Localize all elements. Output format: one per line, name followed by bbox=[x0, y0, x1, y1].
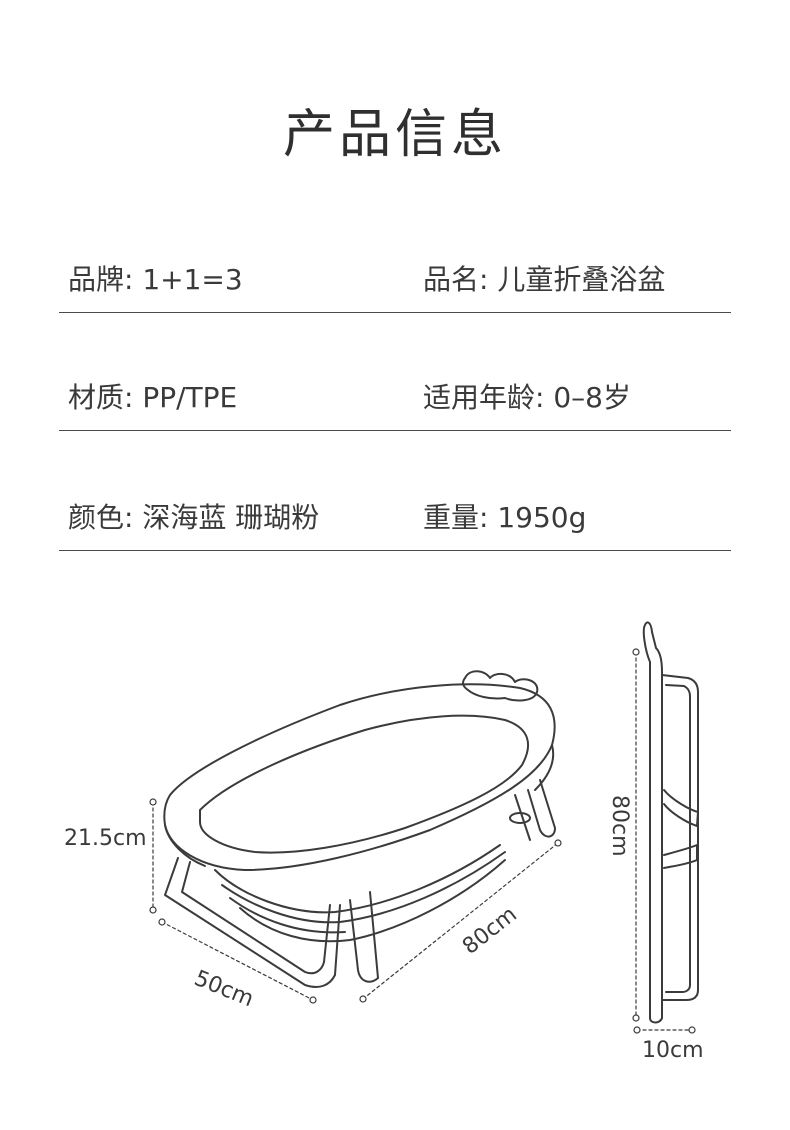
age-range-info: 适用年龄: 0–8岁 bbox=[423, 381, 631, 414]
length-dim-line bbox=[362, 842, 559, 1000]
folded-depth-dim-end-left bbox=[633, 1026, 641, 1034]
folded-height-dim-end-bottom bbox=[632, 1014, 640, 1022]
height-dim-label: 21.5cm bbox=[64, 826, 147, 851]
folded-tub-leg-1 bbox=[663, 789, 699, 827]
weight-info: 重量: 1950g bbox=[423, 501, 587, 534]
tub-basin-fold-1 bbox=[214, 844, 501, 914]
tub-rim-edge bbox=[164, 824, 206, 867]
info-row-3: 颜色: 深海蓝 珊瑚粉 重量: 1950g bbox=[59, 490, 731, 551]
tub-headrest bbox=[462, 670, 539, 702]
info-row-1: 品牌: 1+1=3 品名: 儿童折叠浴盆 bbox=[59, 252, 731, 313]
folded-depth-dim-end-right bbox=[688, 1026, 696, 1034]
tub-rim-edge-right bbox=[534, 744, 555, 791]
tub-leg-front-left bbox=[164, 857, 341, 988]
folded-depth-dim-label: 10cm bbox=[642, 1038, 704, 1063]
tub-inner-rim bbox=[199, 714, 530, 854]
tub-basin-bottom bbox=[239, 859, 506, 943]
color-info: 颜色: 深海蓝 珊瑚粉 bbox=[68, 501, 320, 534]
tub-leg-back bbox=[527, 779, 556, 838]
tub-leg-front-left-inner bbox=[181, 861, 331, 975]
width-dim-line bbox=[161, 921, 314, 1001]
page-title: 产品信息 bbox=[282, 105, 507, 165]
material-info: 材质: PP/TPE bbox=[68, 381, 238, 414]
folded-height-dim-end-top bbox=[632, 648, 640, 656]
tub-leg-back-inner bbox=[514, 794, 531, 841]
tub-drain bbox=[509, 812, 531, 824]
width-dim-end-right bbox=[309, 996, 317, 1004]
info-row-2: 材质: PP/TPE 适用年龄: 0–8岁 bbox=[59, 370, 731, 431]
folded-tub-outline bbox=[642, 621, 663, 1024]
tub-basin-fold-3 bbox=[229, 897, 346, 934]
folded-height-dim-label: 80cm bbox=[607, 795, 632, 857]
length-dim-end-left bbox=[359, 995, 367, 1003]
folded-tub-body bbox=[661, 674, 699, 1001]
tub-basin-fold-2 bbox=[221, 851, 506, 924]
height-dim-end-top bbox=[149, 798, 157, 806]
brand-info: 品牌: 1+1=3 bbox=[68, 263, 243, 296]
folded-tub-inner bbox=[665, 684, 691, 993]
product-name-info: 品名: 儿童折叠浴盆 bbox=[423, 263, 666, 296]
length-dim-end-right bbox=[554, 839, 562, 847]
width-dim-end-left bbox=[158, 918, 166, 926]
folded-tub-leg-2 bbox=[663, 844, 698, 869]
tub-outer-rim bbox=[163, 683, 556, 871]
height-dim-end-bottom bbox=[149, 906, 157, 914]
tub-leg-front-right bbox=[349, 891, 379, 983]
